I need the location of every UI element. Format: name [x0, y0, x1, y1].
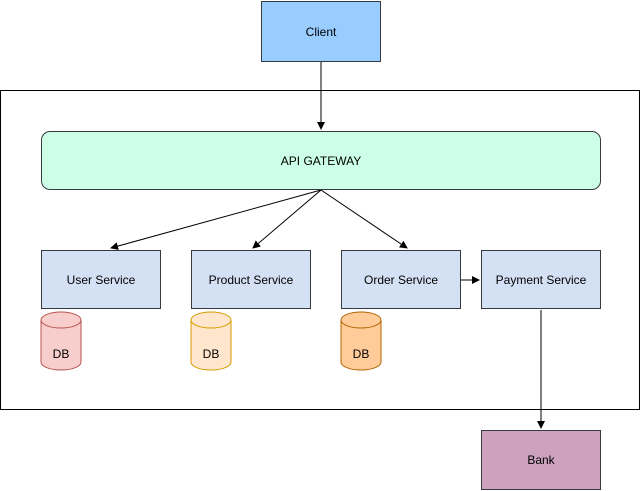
user-service-label: User Service — [66, 272, 136, 287]
client-node: Client — [261, 1, 381, 62]
client-label: Client — [305, 24, 337, 39]
payment-service-label: Payment Service — [495, 272, 587, 287]
payment-service-node: Payment Service — [481, 250, 601, 309]
api-gateway-node: API GATEWAY — [41, 131, 601, 190]
bank-node: Bank — [481, 430, 601, 490]
user-service-node: User Service — [41, 250, 161, 309]
bank-label: Bank — [527, 453, 555, 467]
order-service-node: Order Service — [341, 250, 461, 309]
api-gateway-label: API GATEWAY — [280, 153, 362, 168]
product-service-node: Product Service — [191, 250, 311, 309]
product-service-label: Product Service — [208, 272, 294, 287]
order-service-label: Order Service — [363, 272, 439, 287]
